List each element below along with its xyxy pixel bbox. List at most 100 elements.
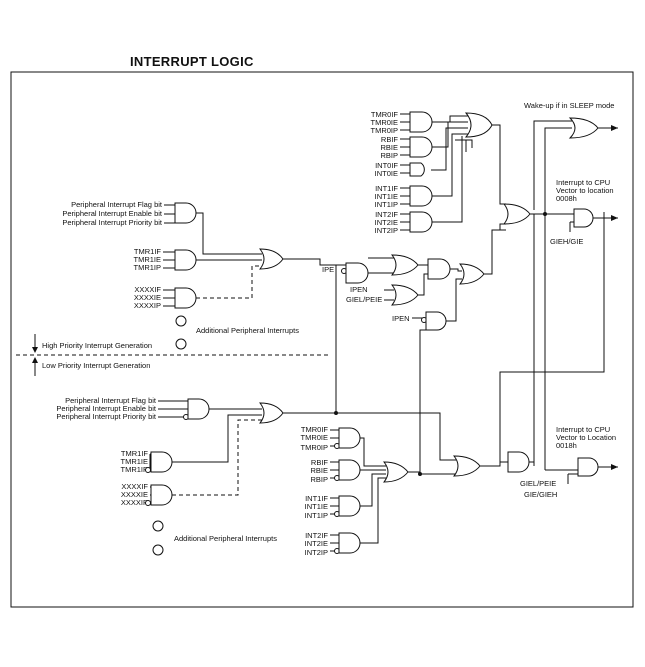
diagram-frame — [10, 71, 634, 608]
label-int2ie-l: INT2IE — [305, 539, 328, 548]
and-gate-low-output — [577, 457, 599, 477]
and-gate-center-2 — [427, 258, 451, 280]
label-xxxxie-h: XXXXIE — [134, 293, 161, 302]
low-output: Interrupt to CPU Vector to Location 0018… — [452, 212, 618, 499]
or-gate-wakeup — [568, 117, 599, 139]
label-periph-flag-l: Peripheral Interrupt Flag bit — [65, 396, 157, 405]
label-int1ip-l: INT1IP — [305, 511, 328, 520]
label-tmr0ie-l: TMR0IE — [300, 433, 328, 442]
label-tmr1ip-l: TMR1IP — [120, 465, 148, 474]
label-int2if-l: INT2IF — [305, 531, 328, 540]
or-gate-periph-h — [258, 248, 284, 270]
wake-up-path: Wake-up if in SLEEP mode — [524, 101, 618, 218]
or-gate-low-combine — [452, 455, 481, 477]
label-periph-priority-h: Peripheral Interrupt Priority bit — [62, 218, 163, 227]
label-periph-flag-h: Peripheral Interrupt Flag bit — [71, 200, 163, 209]
diagram-title: INTERRUPT LOGIC — [130, 54, 254, 69]
label-low-vector-1: Interrupt to CPU — [556, 425, 610, 434]
label-low-vector-3: 0018h — [556, 441, 577, 450]
center-logic-high: IPE IPEN GIEL/PEIE IPEN — [322, 223, 506, 331]
label-int2if-h: INT2IF — [375, 210, 398, 219]
and-gate-int1-l — [338, 495, 361, 517]
label-rbip-h: RBIP — [380, 151, 398, 160]
label-int2ip-h: INT2IP — [375, 226, 398, 235]
label-ipen-2: IPEN — [392, 314, 410, 323]
label-xxxxip-h: XXXXIP — [134, 301, 161, 310]
and-gate-low-1 — [507, 451, 530, 473]
and-gate-tmr0-l — [338, 427, 361, 449]
and-gate-tmr0-h — [409, 111, 433, 133]
or-gate-center-3 — [458, 263, 485, 285]
label-rbie-l: RBIE — [310, 466, 328, 475]
label-rbip-l: RBIP — [310, 475, 328, 484]
additional-marker-2 — [175, 338, 187, 350]
label-int2ie-h: INT2IE — [375, 218, 398, 227]
and-gate-tmr1-h — [174, 249, 197, 271]
high-output: Interrupt to CPU Vector to location 0008… — [502, 178, 618, 246]
label-tmr1ie-l: TMR1IE — [120, 457, 148, 466]
or-gate-periph-l — [258, 402, 284, 424]
label-int1ie-l: INT1IE — [305, 502, 328, 511]
or-gate-center-1 — [390, 254, 419, 276]
and-gate-int0-h — [409, 162, 425, 177]
and-gate-xxxx-h — [174, 287, 197, 309]
label-periph-enable-l: Peripheral Interrupt Enable bit — [56, 404, 157, 413]
label-periph-enable-h: Peripheral Interrupt Enable bit — [62, 209, 163, 218]
core-high-labels: TMR0IF TMR0IE TMR0IP RBIF RBIE RBIP INT0… — [370, 110, 398, 235]
and-gate-high-output — [573, 208, 594, 228]
and-gate-tmr1-l — [150, 451, 173, 473]
label-tmr1if-l: TMR1IF — [121, 449, 149, 458]
label-tmr0ip-h: TMR0IP — [370, 126, 398, 135]
label-gieh-gie: GIEH/GIE — [550, 237, 583, 246]
label-low-vector-2: Vector to Location — [556, 433, 616, 442]
label-ipen-1: IPEN — [350, 285, 368, 294]
label-high-vector-3: 0008h — [556, 194, 577, 203]
and-gate-int2-h — [409, 211, 433, 233]
label-xxxxip-l: XXXXIP — [121, 498, 148, 507]
label-gie-gieh-2: GIE/GIEH — [524, 490, 557, 499]
peripheral-low: Peripheral Interrupt Flag bit Peripheral… — [56, 265, 456, 556]
label-tmr1ie-h: TMR1IE — [133, 255, 161, 264]
core-high-gates — [400, 111, 506, 233]
label-wake-up: Wake-up if in SLEEP mode — [524, 101, 614, 110]
and-gate-rb-l — [338, 459, 361, 481]
label-ipe: IPE — [322, 265, 334, 274]
and-gate-rb-h — [409, 136, 433, 158]
label-high-vector-1: Interrupt to CPU — [556, 178, 610, 187]
label-int1if-l: INT1IF — [305, 494, 328, 503]
label-giel-peie-1: GIEL/PEIE — [346, 295, 382, 304]
label-giel-peie-2: GIEL/PEIE — [520, 479, 556, 488]
and-gate-periph-l — [187, 398, 210, 420]
label-tmr0if-l: TMR0IF — [301, 425, 329, 434]
priority-separator: High Priority Interrupt Generation Low P… — [16, 334, 330, 376]
core-low: TMR0IF TMR0IE TMR0IP RBIF RBIE RBIP INT1… — [300, 329, 456, 557]
label-int2ip-l: INT2IP — [305, 548, 328, 557]
label-tmr0ip-l: TMR0IP — [300, 443, 328, 452]
label-rbie-h: RBIE — [380, 143, 398, 152]
label-tmr0if-h: TMR0IF — [371, 110, 399, 119]
and-gate-int2-l — [338, 532, 361, 554]
additional-marker-4 — [152, 544, 164, 556]
or-gate-high-combine — [502, 203, 531, 225]
label-xxxxie-l: XXXXIE — [121, 490, 148, 499]
label-low-priority: Low Priority Interrupt Generation — [42, 361, 150, 370]
or-gate-core-low — [382, 461, 409, 483]
label-int1ie-h: INT1IE — [375, 192, 398, 201]
additional-marker-3 — [152, 520, 164, 532]
label-tmr1if-h: TMR1IF — [134, 247, 162, 256]
label-int1ip-h: INT1IP — [375, 200, 398, 209]
label-periph-priority-l: Peripheral Interrupt Priority bit — [56, 412, 157, 421]
label-tmr0ie-h: TMR0IE — [370, 118, 398, 127]
label-xxxxif-h: XXXXIF — [134, 285, 161, 294]
and-gate-ipe — [345, 262, 369, 284]
label-rbif-l: RBIF — [311, 458, 329, 467]
label-xxxxif-l: XXXXIF — [121, 482, 148, 491]
and-gate-int1-h — [409, 185, 433, 207]
label-int0if-h: INT0IF — [375, 161, 398, 170]
label-int0ie-h: INT0IE — [375, 169, 398, 178]
peripheral-high: Peripheral Interrupt Flag bit Peripheral… — [62, 200, 342, 350]
label-additional-l: Additional Peripheral Interrupts — [174, 534, 277, 543]
or-gate-center-4 — [390, 284, 419, 306]
label-tmr1ip-h: TMR1IP — [133, 263, 161, 272]
